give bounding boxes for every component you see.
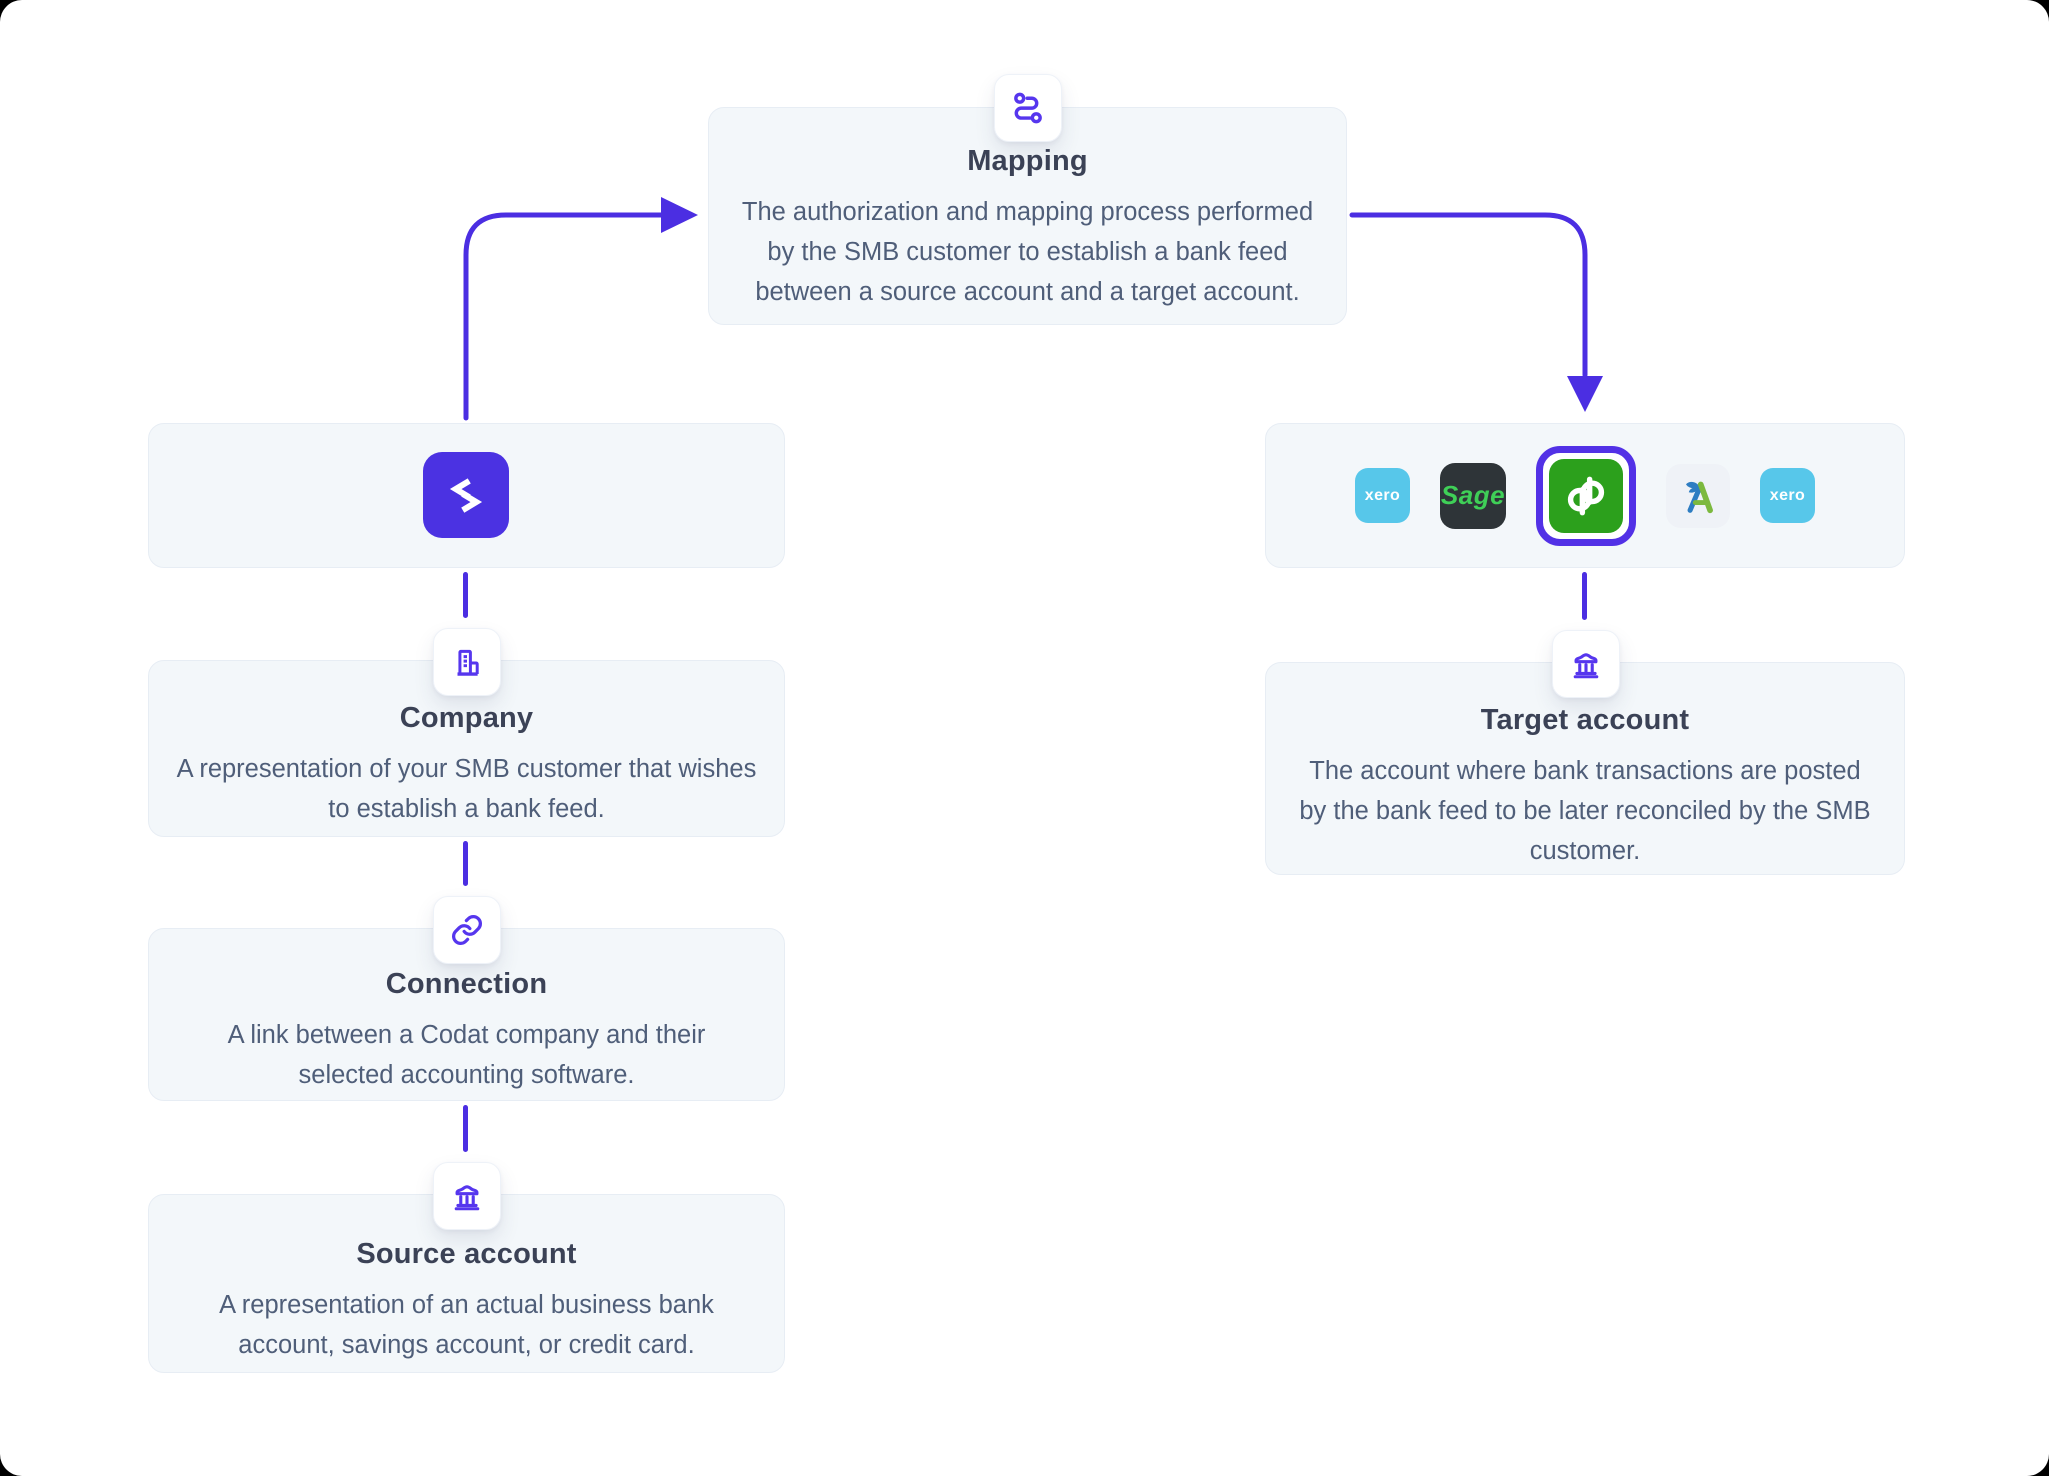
company-title: Company bbox=[399, 702, 534, 734]
mapping-badge bbox=[994, 74, 1062, 142]
target-account-badge bbox=[1552, 630, 1620, 698]
quickbooks-selected-ring bbox=[1536, 445, 1636, 546]
arrow-mapping-to-target bbox=[1349, 212, 1588, 378]
connector-integrations-target bbox=[1582, 572, 1587, 620]
mapping-description: The authorization and mapping process pe… bbox=[741, 197, 1314, 306]
codat-chevrons-icon bbox=[449, 478, 483, 513]
link-icon bbox=[452, 915, 482, 945]
quickbooks-qb-icon bbox=[1567, 476, 1605, 515]
freeagent-a-icon bbox=[1686, 481, 1713, 513]
company-badge bbox=[433, 628, 501, 696]
connector-connection-source bbox=[463, 1105, 468, 1152]
company-card: Company A representation of your SMB cus… bbox=[148, 660, 785, 837]
arrowhead-down-icon bbox=[1567, 376, 1603, 412]
codat-logo bbox=[423, 452, 509, 538]
xero-label: xero bbox=[1364, 486, 1401, 504]
connection-description: A link between a Codat company and their… bbox=[227, 1020, 706, 1089]
target-account-title: Target account bbox=[1480, 704, 1690, 736]
target-account-description: The account where bank transactions are … bbox=[1299, 756, 1871, 865]
integrations-row: xero Sage xer bbox=[1265, 423, 1905, 568]
arrowhead-right-icon bbox=[661, 197, 698, 233]
route-icon bbox=[1014, 92, 1042, 124]
source-account-title: Source account bbox=[356, 1238, 577, 1270]
freeagent-logo bbox=[1666, 463, 1730, 528]
source-account-badge bbox=[433, 1162, 501, 1230]
connector-codat-company bbox=[463, 572, 468, 618]
connection-badge bbox=[433, 896, 501, 964]
source-account-description: A representation of an actual business b… bbox=[219, 1290, 714, 1359]
connector-company-connection bbox=[463, 841, 468, 886]
company-description: A representation of your SMB customer th… bbox=[176, 754, 757, 823]
bank-icon bbox=[454, 1185, 480, 1211]
mapping-title: Mapping bbox=[967, 145, 1088, 177]
connection-title: Connection bbox=[385, 968, 548, 1000]
arrow-company-to-mapping bbox=[463, 212, 665, 421]
bank-icon bbox=[1573, 653, 1599, 679]
building-icon bbox=[457, 649, 479, 676]
mapping-card: Mapping The authorization and mapping pr… bbox=[708, 107, 1347, 325]
target-account-card: Target account The account where bank tr… bbox=[1265, 662, 1905, 875]
xero-logo: xero bbox=[1760, 468, 1815, 523]
sage-label: Sage bbox=[1440, 480, 1506, 510]
xero-label: xero bbox=[1769, 486, 1806, 504]
xero-logo: xero bbox=[1355, 468, 1410, 523]
sage-logo: Sage bbox=[1440, 462, 1506, 529]
quickbooks-logo bbox=[1549, 458, 1623, 533]
source-account-card: Source account A representation of an ac… bbox=[148, 1194, 785, 1373]
